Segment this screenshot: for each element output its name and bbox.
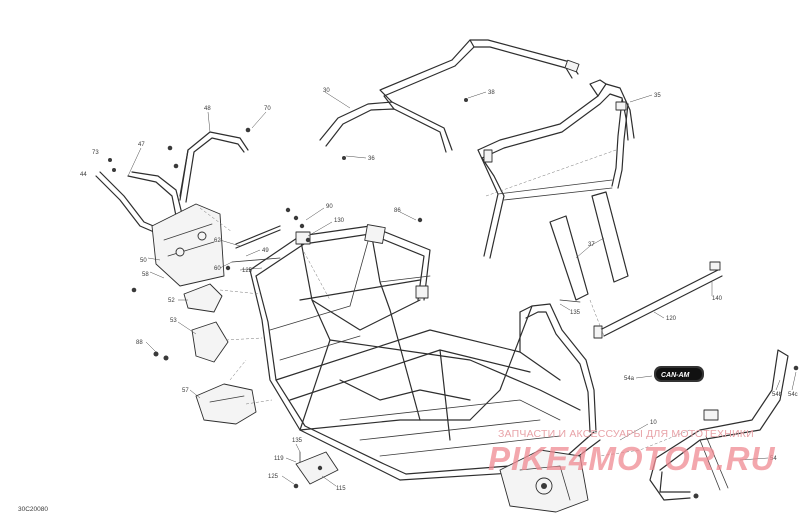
leader-lines bbox=[127, 91, 797, 487]
right-components: CAN-AM bbox=[593, 261, 789, 501]
callout-50: 50 bbox=[140, 258, 147, 264]
callout-30: 30 bbox=[323, 88, 330, 94]
callout-90: 90 bbox=[326, 204, 333, 210]
callout-10: 10 bbox=[650, 420, 657, 426]
callout-135-right: 135 bbox=[570, 310, 581, 316]
callout-44: 44 bbox=[80, 172, 87, 178]
callout-54a: 54a bbox=[624, 376, 635, 382]
watermark-line-2: PIKE4MOTOR.RU bbox=[488, 440, 776, 477]
callout-62: 62 bbox=[214, 238, 221, 244]
callout-86: 86 bbox=[394, 208, 401, 214]
figure-code: 30C20080 bbox=[18, 506, 48, 513]
callout-38: 38 bbox=[488, 90, 495, 96]
callout-52: 52 bbox=[168, 298, 175, 304]
callout-70: 70 bbox=[264, 106, 271, 112]
can-am-badge: CAN-AM bbox=[654, 366, 704, 382]
callout-47: 47 bbox=[138, 142, 145, 148]
callout-88: 88 bbox=[136, 340, 143, 346]
main-frame bbox=[249, 224, 601, 513]
watermark-line-1: ЗАПЧАСТИ И АКСЕССУАРЫ ДЛЯ МОТОТЕХНИКИ bbox=[498, 428, 754, 440]
callout-135-lower: 135 bbox=[292, 438, 303, 444]
callout-119: 119 bbox=[274, 456, 284, 462]
callout-73: 73 bbox=[92, 150, 99, 156]
callout-54b: 54b bbox=[772, 392, 783, 398]
callout-125-lower: 125 bbox=[268, 474, 279, 480]
callout-35: 35 bbox=[654, 93, 661, 99]
callout-37: 37 bbox=[588, 242, 595, 248]
callout-57: 57 bbox=[182, 388, 189, 394]
badge-text: CAN-AM bbox=[661, 372, 690, 379]
callout-54c: 54c bbox=[788, 392, 798, 398]
roll-cage-assembly bbox=[319, 39, 635, 301]
callout-130: 130 bbox=[334, 218, 345, 224]
callout-36: 36 bbox=[368, 156, 375, 162]
callout-54: 54 bbox=[770, 456, 777, 462]
callout-115: 115 bbox=[336, 486, 346, 492]
callout-49: 49 bbox=[262, 248, 269, 254]
callout-53: 53 bbox=[170, 318, 177, 324]
callout-140: 140 bbox=[712, 296, 723, 302]
callout-60: 60 bbox=[214, 266, 221, 272]
watermark: ЗАПЧАСТИ И АКСЕССУАРЫ ДЛЯ МОТОТЕХНИКИ PI… bbox=[488, 428, 776, 477]
left-components bbox=[95, 98, 799, 499]
callout-48: 48 bbox=[204, 106, 211, 112]
callout-58: 58 bbox=[142, 272, 149, 278]
callout-125-upper: 125 bbox=[242, 268, 253, 274]
callout-labels: 30 38 35 36 48 70 47 73 44 90 130 86 62 … bbox=[80, 88, 798, 492]
callout-120: 120 bbox=[666, 316, 677, 322]
